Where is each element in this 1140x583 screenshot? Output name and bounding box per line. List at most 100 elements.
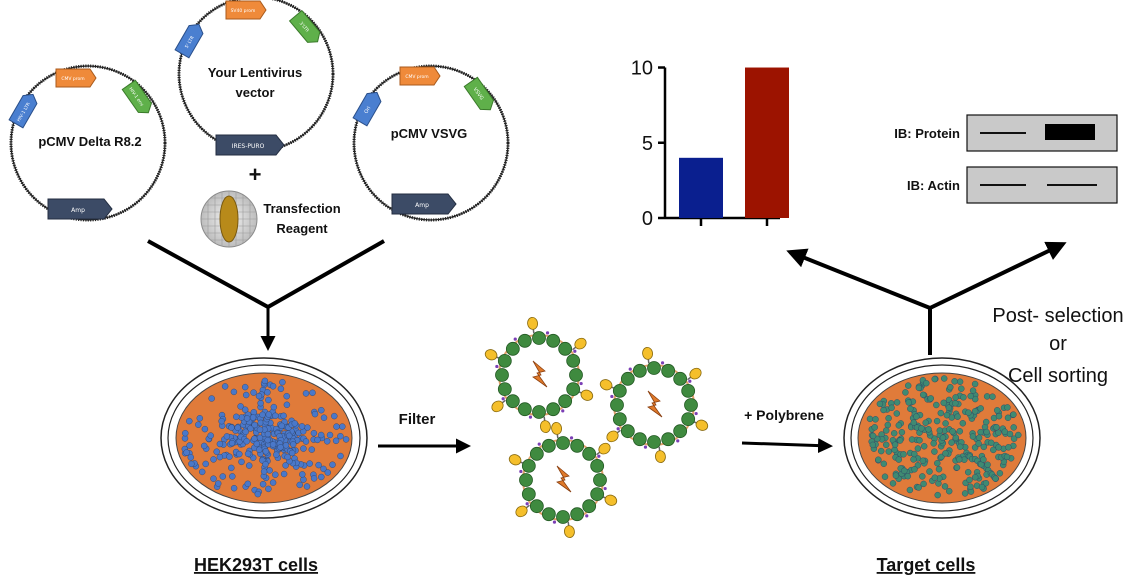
cell xyxy=(302,438,310,445)
cell xyxy=(993,424,1000,431)
cell xyxy=(904,473,911,480)
cell xyxy=(876,400,884,408)
cell xyxy=(272,412,279,419)
cell xyxy=(324,438,331,445)
plasmid-lentivirus-vector: 5' LTR SV40 prom 3'LTR IRES-PURO Your Le… xyxy=(174,0,335,156)
cell xyxy=(869,432,877,440)
cell xyxy=(1004,404,1011,411)
cell xyxy=(1005,444,1012,451)
cell xyxy=(216,453,224,461)
cell xyxy=(967,392,974,400)
cell xyxy=(299,471,306,478)
cell xyxy=(187,454,195,461)
cell xyxy=(230,388,238,396)
cell xyxy=(229,473,236,480)
cell xyxy=(915,384,923,392)
cell xyxy=(244,450,252,457)
cell xyxy=(880,460,887,467)
cell xyxy=(259,481,267,488)
cell xyxy=(996,470,1004,477)
cell xyxy=(956,456,963,463)
plasmid-lenti-name-2: vector xyxy=(235,85,274,100)
cell xyxy=(977,428,984,436)
cell xyxy=(269,441,277,448)
cell xyxy=(918,425,925,432)
cell xyxy=(318,407,325,414)
cell xyxy=(302,390,310,397)
cell xyxy=(926,468,933,475)
cell xyxy=(931,448,938,455)
cell xyxy=(906,486,914,494)
cell xyxy=(936,427,943,434)
cell xyxy=(934,491,941,499)
cell xyxy=(270,403,277,411)
cell xyxy=(337,433,344,440)
cell xyxy=(995,444,1002,451)
cell xyxy=(332,437,340,444)
cell xyxy=(1015,431,1022,439)
cell xyxy=(183,449,190,456)
cell xyxy=(920,391,927,398)
cell xyxy=(284,453,291,461)
cell xyxy=(995,413,1003,420)
plasmid-lenti-name-1: Your Lentivirus xyxy=(208,65,302,80)
cell xyxy=(286,432,293,439)
cell xyxy=(893,410,900,417)
cell xyxy=(949,428,956,435)
cell xyxy=(337,452,344,460)
or-label: or xyxy=(1049,333,1067,355)
cell xyxy=(279,379,286,386)
cell xyxy=(283,393,290,400)
cell xyxy=(875,456,882,463)
cell xyxy=(943,412,951,419)
cell xyxy=(896,437,904,444)
cell-sorting-label: Cell sorting xyxy=(1008,365,1108,387)
reagent-label-2: Reagent xyxy=(276,221,328,236)
feature-vsvg-amp-label: Amp xyxy=(415,202,429,209)
cell xyxy=(866,415,874,423)
cell xyxy=(280,470,288,478)
cell xyxy=(934,460,941,467)
western-blot: IB: Protein IB: Actin xyxy=(894,114,1118,204)
cell xyxy=(228,464,235,472)
cell xyxy=(925,426,932,433)
cell xyxy=(210,475,217,482)
plasmid-vsvg: Ori CMV prom VSVG Amp pCMV VSVG xyxy=(352,64,510,222)
cell xyxy=(975,434,983,441)
cell xyxy=(945,404,953,411)
reagent-label-1: Transfection xyxy=(263,201,340,216)
cell xyxy=(994,407,1001,414)
polybrene-label: + Polybrene xyxy=(744,407,824,423)
bar xyxy=(679,157,723,218)
cell xyxy=(995,429,1002,436)
analysis-arrow xyxy=(786,241,1067,355)
cell xyxy=(200,442,208,450)
cell xyxy=(967,483,974,490)
hek293t-plate xyxy=(160,357,368,519)
cell xyxy=(300,476,307,483)
cell xyxy=(885,448,892,455)
cell xyxy=(972,395,979,403)
cell xyxy=(953,464,961,471)
cell xyxy=(988,439,995,446)
cell xyxy=(186,442,193,449)
cell xyxy=(948,439,955,446)
cell xyxy=(930,440,937,447)
cell xyxy=(965,409,972,416)
bar xyxy=(745,67,789,219)
hek293t-cells-group xyxy=(181,377,350,498)
cell xyxy=(269,383,277,390)
cell xyxy=(951,378,958,385)
cell xyxy=(202,460,209,468)
cell xyxy=(905,382,912,389)
cell xyxy=(888,404,895,411)
cell xyxy=(254,490,261,498)
cell xyxy=(265,396,272,404)
cell xyxy=(329,461,336,468)
cell xyxy=(265,485,272,493)
feature-vsvg: VSVG xyxy=(463,76,494,111)
feature-cmv-prom: CMV prom xyxy=(55,68,97,88)
cell xyxy=(310,430,318,437)
cell xyxy=(989,393,996,400)
cell xyxy=(911,450,918,458)
